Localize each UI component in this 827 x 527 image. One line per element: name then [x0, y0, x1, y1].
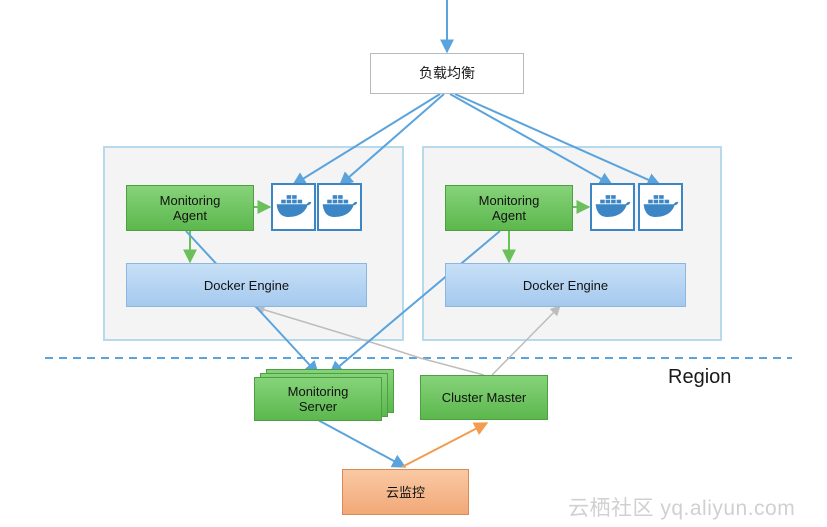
monitoring-agent-left-label: Monitoring Agent — [159, 193, 221, 223]
docker-whale-icon — [276, 195, 312, 218]
cluster-master-label: Cluster Master — [441, 390, 527, 405]
monitoring-server: Monitoring Server — [254, 377, 382, 421]
arrow-lb-to-container-2 — [338, 93, 445, 186]
docker-engine-left-label: Docker Engine — [203, 277, 290, 293]
cluster-master: Cluster Master — [420, 375, 548, 420]
docker-engine-right: Docker Engine — [445, 263, 686, 307]
arrow-lb-to-container-1 — [291, 93, 441, 186]
arrow-server-to-cloud — [317, 419, 407, 468]
cloud-monitor-label: 云监控 — [385, 484, 425, 500]
docker-whale-icon — [595, 195, 631, 218]
container-right-2 — [638, 183, 683, 231]
arrow-agent-right-to-server — [328, 230, 501, 375]
arrow-cluster-to-engine-left — [253, 304, 485, 376]
arrow-cluster-to-engine-right — [491, 305, 561, 376]
region-label: Region — [668, 366, 732, 388]
monitoring-server-stack: Monitoring Server — [254, 369, 394, 422]
monitoring-agent-right-label: Monitoring Agent — [478, 193, 540, 223]
docker-engine-right-label: Docker Engine — [522, 277, 609, 293]
container-right-1 — [590, 183, 635, 231]
docker-whale-icon — [322, 195, 358, 218]
docker-engine-left: Docker Engine — [126, 263, 367, 307]
monitoring-server-label: Monitoring Server — [287, 384, 349, 414]
monitoring-agent-right: Monitoring Agent — [445, 185, 573, 231]
load-balancer-box: 负载均衡 — [370, 53, 524, 94]
docker-whale-icon — [643, 195, 679, 218]
container-left-1 — [271, 183, 316, 231]
arrow-lb-to-container-3 — [449, 93, 614, 186]
load-balancer-label: 负载均衡 — [419, 65, 475, 81]
arrow-cloud-to-cluster — [401, 422, 489, 468]
host-panel-right — [422, 146, 722, 341]
host-panel-left — [103, 146, 404, 341]
cloud-monitor: 云监控 — [342, 469, 469, 515]
monitoring-agent-left: Monitoring Agent — [126, 185, 254, 231]
container-left-2 — [317, 183, 362, 231]
watermark-text: 云栖社区 yq.aliyun.com — [568, 497, 796, 520]
arrow-lb-to-container-4 — [454, 93, 662, 187]
